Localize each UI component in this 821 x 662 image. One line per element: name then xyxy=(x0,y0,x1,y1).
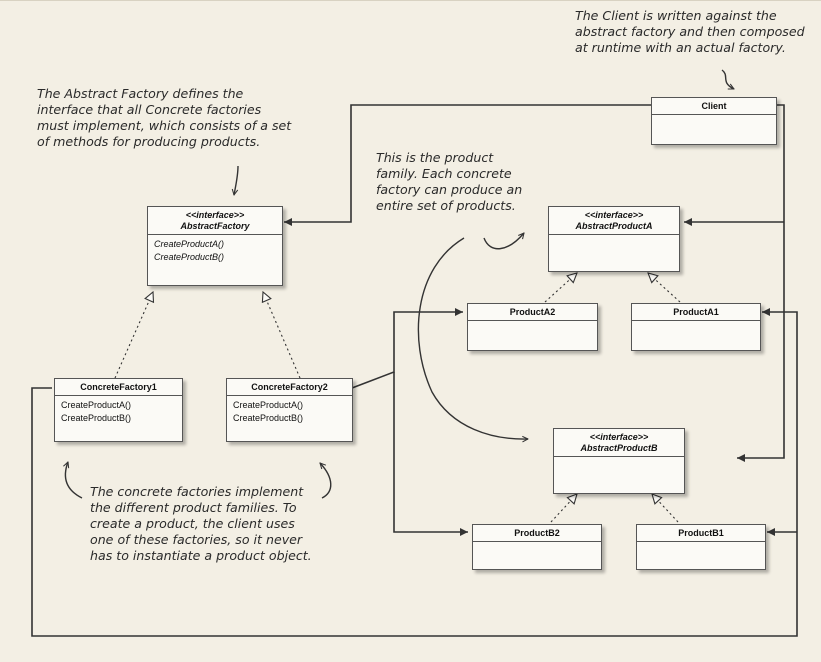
concrete-note-left-arrow xyxy=(65,462,83,499)
stereotype: <<interface>> xyxy=(589,432,649,442)
stereotype: <<interface>> xyxy=(185,210,245,220)
note-line: interface that all Concrete factories xyxy=(37,102,262,117)
concrete-factories-annotation: The concrete factories implement the dif… xyxy=(90,484,312,564)
a2-realizes-apa xyxy=(544,273,577,303)
note-line: The Abstract Factory defines the xyxy=(37,86,244,101)
client-to-abstract-factory xyxy=(284,104,651,226)
cf1-realizes-af xyxy=(114,292,153,379)
concrete-note-right-arrow xyxy=(320,463,332,499)
note-line: abstract factory and then composed xyxy=(575,24,805,39)
note-line: has to instantiate a product object. xyxy=(90,548,312,563)
class-name: AbstractProductA xyxy=(575,221,653,231)
note-line: one of these factories, so it never xyxy=(90,532,303,547)
client-class: Client xyxy=(651,97,777,145)
cf2-realizes-af xyxy=(263,292,301,379)
product-a1-class: ProductA1 xyxy=(631,303,761,351)
class-name: AbstractFactory xyxy=(180,221,250,231)
note-line: family. Each concrete xyxy=(376,166,512,181)
method: CreateProductB() xyxy=(233,413,304,423)
factory1-loop-a1 xyxy=(31,308,798,637)
class-name: ProductA2 xyxy=(468,304,597,321)
factory2-trunk xyxy=(351,308,463,389)
factory2-to-b2 xyxy=(393,372,468,536)
concrete-factory-2-class: ConcreteFactory2 CreateProductA() Create… xyxy=(226,378,353,442)
abstract-factory-annotation: The Abstract Factory defines the interfa… xyxy=(37,86,291,150)
product-b2-class: ProductB2 xyxy=(472,524,602,570)
b2-realizes-apb xyxy=(550,494,577,523)
client-trunk xyxy=(737,104,785,462)
class-name: ConcreteFactory2 xyxy=(227,379,352,396)
note-line: The Client is written against the xyxy=(575,8,777,23)
class-name: Client xyxy=(652,98,776,115)
top-border xyxy=(0,0,821,1)
method: CreateProductA() xyxy=(233,400,304,410)
class-name: ProductB2 xyxy=(473,525,601,542)
product-b1-class: ProductB1 xyxy=(636,524,766,570)
class-name: ProductB1 xyxy=(637,525,765,542)
stereotype: <<interface>> xyxy=(584,210,644,220)
method: CreateProductA() xyxy=(61,400,132,410)
note-line: must implement, which consists of a set xyxy=(37,118,292,133)
client-annotation: The Client is written against the abstra… xyxy=(575,8,805,56)
family-short-arrow xyxy=(483,233,524,250)
method-list: CreateProductA() CreateProductB() xyxy=(227,396,352,428)
method: CreateProductA() xyxy=(154,239,225,249)
note-line: This is the product xyxy=(376,150,494,165)
client-note-arrow xyxy=(721,69,734,90)
family-long-arrow xyxy=(417,237,528,439)
class-header: <<interface>> AbstractProductA xyxy=(549,207,679,235)
abstract-product-a-interface: <<interface>> AbstractProductA xyxy=(548,206,680,272)
note-line: at runtime with an actual factory. xyxy=(575,40,786,55)
a1-realizes-apa xyxy=(648,273,681,303)
note-line: The concrete factories implement xyxy=(90,484,304,499)
product-family-annotation: This is the product family. Each concret… xyxy=(376,150,522,214)
method-list: CreateProductA() CreateProductB() xyxy=(148,235,282,267)
class-header: <<interface>> AbstractFactory xyxy=(148,207,282,235)
note-line: entire set of products. xyxy=(376,198,516,213)
product-a2-class: ProductA2 xyxy=(467,303,598,351)
method: CreateProductB() xyxy=(61,413,132,423)
note-line: factory can produce an xyxy=(376,182,523,197)
class-name: AbstractProductB xyxy=(580,443,658,453)
class-name: ConcreteFactory1 xyxy=(55,379,182,396)
factory-note-arrow xyxy=(234,165,239,195)
class-header: <<interface>> AbstractProductB xyxy=(554,429,684,457)
b1-realizes-apb xyxy=(652,494,679,523)
note-line: create a product, the client uses xyxy=(90,516,295,531)
concrete-factory-1-class: ConcreteFactory1 CreateProductA() Create… xyxy=(54,378,183,442)
note-line: of methods for producing products. xyxy=(37,134,261,149)
abstract-factory-interface: <<interface>> AbstractFactory CreateProd… xyxy=(147,206,283,286)
note-line: the different product families. To xyxy=(90,500,297,515)
method: CreateProductB() xyxy=(154,252,225,262)
method-list: CreateProductA() CreateProductB() xyxy=(55,396,182,428)
class-name: ProductA1 xyxy=(632,304,760,321)
abstract-product-b-interface: <<interface>> AbstractProductB xyxy=(553,428,685,494)
